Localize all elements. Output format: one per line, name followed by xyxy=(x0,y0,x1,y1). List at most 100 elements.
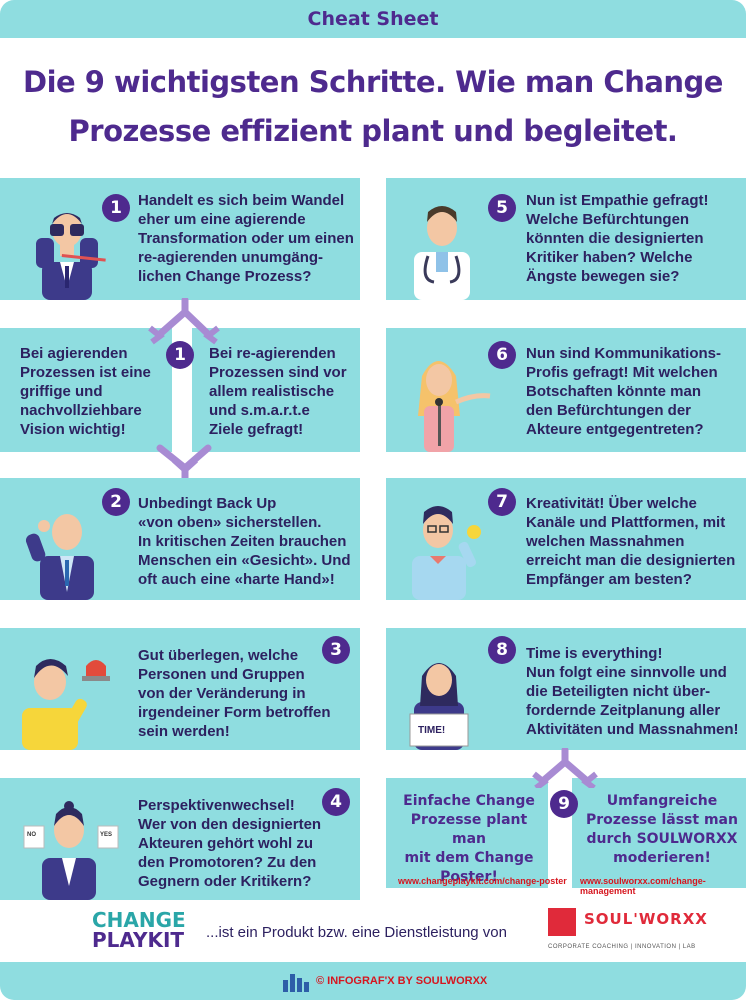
step-5-line: Nun ist Empathie gefragt! xyxy=(526,192,709,209)
step-7-line: welchen Massnahmen xyxy=(526,533,685,550)
step-6-number: 6 xyxy=(488,341,516,369)
step-6-line: Profis gefragt! Mit welchen xyxy=(526,364,718,381)
step-3-line: irgendeiner Form betroffen xyxy=(138,704,331,721)
step-6-line: Akteure entgegentreten? xyxy=(526,421,704,438)
header-title: Cheat Sheet xyxy=(307,8,439,30)
soulworxx-logo-mark-icon xyxy=(548,908,576,936)
soulworxx-logo[interactable]: SOUL'WORXX CORPORATE COACHING | INNOVATI… xyxy=(548,908,738,960)
step-1-line: Transformation oder um einen xyxy=(138,230,354,247)
step-1-left-line: nachvollziehbare xyxy=(20,402,142,419)
soulworxx-logo-name: SOUL'WORXX xyxy=(584,910,708,928)
step-8-line: Time is everything! xyxy=(526,645,663,662)
yes-no-person-icon: NO YES xyxy=(16,796,126,905)
step-5-line: Ängste bewegen sie? xyxy=(526,268,680,285)
step-1-right-line: Ziele gefragt! xyxy=(209,421,304,438)
step-1-left-card xyxy=(0,328,172,452)
step-9-right-line: Prozesse lässt man xyxy=(586,812,738,828)
step-8-number: 8 xyxy=(488,636,516,664)
step-5-line: könnten die designierten xyxy=(526,230,704,247)
page-title-line-1: Die 9 wichtigsten Schritte. Wie man Chan… xyxy=(23,65,723,99)
step-9-left-line: Poster! xyxy=(440,869,498,885)
step-4-text: Perspektivenwechsel! Wer von den designi… xyxy=(138,796,338,891)
step-5-line: Welche Befürchtungen xyxy=(526,211,690,228)
bald-manager-icon xyxy=(24,496,110,605)
step-2-line: oft auch eine «harte Hand»! xyxy=(138,571,335,588)
step-8-line: fordernde Zeitplanung aller xyxy=(526,702,721,719)
step-2-number: 2 xyxy=(102,488,130,516)
step-4-line: Wer von den designierten xyxy=(138,816,322,833)
step-8-line: die Beteiligten nicht über- xyxy=(526,683,711,700)
step-8-text: Time is everything! Nun folgt eine sinnv… xyxy=(526,644,744,739)
step-1-line: eher um eine agierende xyxy=(138,211,306,228)
step-1-left-line: griffige und xyxy=(20,383,103,400)
step-1-line: re-agierenden unumgäng- xyxy=(138,249,324,266)
time-sign-person-icon: TIME! xyxy=(404,646,474,755)
header-bar: Cheat Sheet xyxy=(0,0,746,38)
step-1-right-text: Bei re-agierenden Prozessen sind vor all… xyxy=(209,344,359,439)
step-1-text: Handelt es sich beim Wandel eher um eine… xyxy=(138,191,358,286)
step-9-number: 9 xyxy=(550,790,578,818)
footer-bar: © INFOGRAF'X BY SOULWORXX xyxy=(0,962,746,1000)
step-5-number: 5 xyxy=(488,194,516,222)
step-3-number: 3 xyxy=(322,636,350,664)
changeplaykit-logo-line2: PLAYKIT xyxy=(92,928,185,952)
step-2-line: «von oben» sicherstellen. xyxy=(138,514,322,531)
page-title-line-2: Prozesse effizient plant und begleitet. xyxy=(68,114,678,148)
footer-tagline: ...ist ein Produkt bzw. eine Dienstleist… xyxy=(206,924,507,941)
step-4-line: Perspektivenwechsel! xyxy=(138,797,295,814)
step-3-line: Gut überlegen, welche xyxy=(138,647,299,664)
split-arrows-9 xyxy=(530,746,600,793)
speaker-woman-icon xyxy=(398,346,498,457)
change-management-link[interactable]: www.soulworxx.com/change-management xyxy=(580,876,706,896)
soulworxx-logo-sub: CORPORATE COACHING | INNOVATION | LAB xyxy=(548,944,696,950)
step-7-line: erreicht man die designierten xyxy=(526,552,736,569)
step-1b-number: 1 xyxy=(166,341,194,369)
step-1-left-line: Vision wichtig! xyxy=(20,421,126,438)
step-3-line: Personen und Gruppen xyxy=(138,666,305,683)
step-6-text: Nun sind Kommunikations- Profis gefragt!… xyxy=(526,344,742,439)
step-4-number: 4 xyxy=(322,788,350,816)
step-6-line: den Befürchtungen der xyxy=(526,402,692,419)
step-9-right-card xyxy=(572,778,746,888)
step-9-left-text: Einfache Change Prozesse plant man mit d… xyxy=(392,792,546,887)
credit-text: © INFOGRAF'X BY SOULWORXX xyxy=(316,975,488,987)
step-8-line: Nun folgt eine sinnvolle und xyxy=(526,664,727,681)
step-4-line: den Promotoren? Zu den xyxy=(138,854,317,871)
step-7-line: Kreativität! Über welche xyxy=(526,495,697,512)
step-1-left-line: Bei agierenden xyxy=(20,345,128,362)
step-1-line: Handelt es sich beim Wandel xyxy=(138,192,345,209)
step-8-line: Aktivitäten und Massnahmen! xyxy=(526,721,739,738)
step-6-line: Nun sind Kommunikations- xyxy=(526,345,721,362)
step-9-left-line: Einfache Change xyxy=(403,793,535,809)
step-3-text: Gut überlegen, welche Personen und Grupp… xyxy=(138,646,338,741)
step-9-right-text: Umfangreiche Prozesse lässt man durch SO… xyxy=(582,792,742,868)
change-poster-link[interactable]: www.changeplaykit.com/change-poster xyxy=(398,876,567,886)
step-7-line: Empfänger am besten? xyxy=(526,571,692,588)
step-1-number: 1 xyxy=(102,194,130,222)
step-1-right-card xyxy=(192,328,360,452)
step-4-line: Gegnern oder Kritikern? xyxy=(138,873,312,890)
step-6-line: Botschaften könnte man xyxy=(526,383,702,400)
idea-person-icon xyxy=(400,498,490,605)
step-1-right-line: und s.m.a.r.t.e xyxy=(209,402,310,419)
step-7-text: Kreativität! Über welche Kanäle und Plat… xyxy=(526,494,744,589)
step-9-left-line: mit dem Change xyxy=(404,850,534,866)
step-7-number: 7 xyxy=(488,488,516,516)
step-4-line: Akteuren gehört wohl zu xyxy=(138,835,314,852)
page-title: Die 9 wichtigsten Schritte. Wie man Chan… xyxy=(0,58,746,156)
step-3-line: von der Veränderung in xyxy=(138,685,306,702)
step-2-line: In kritischen Zeiten brauchen xyxy=(138,533,347,550)
step-3-line: sein werden! xyxy=(138,723,230,740)
sign-yes-label: YES xyxy=(100,832,113,838)
step-2-line: Menschen ein «Gesicht». Und xyxy=(138,552,351,569)
step-1-right-line: Prozessen sind vor xyxy=(209,364,347,381)
changeplaykit-logo[interactable]: CHANGE PLAYKIT xyxy=(92,910,186,950)
step-9-right-line: Umfangreiche xyxy=(606,793,718,809)
binoculars-person-icon xyxy=(22,196,112,305)
step-9-right-line: moderieren! xyxy=(613,850,711,866)
step-1-right-line: Bei re-agierenden xyxy=(209,345,336,362)
doctor-icon xyxy=(400,196,484,305)
time-sign-label: TIME! xyxy=(418,725,446,736)
step-1-left-text: Bei agierenden Prozessen ist eine griffi… xyxy=(20,344,170,439)
step-1-left-line: Prozessen ist eine xyxy=(20,364,151,381)
